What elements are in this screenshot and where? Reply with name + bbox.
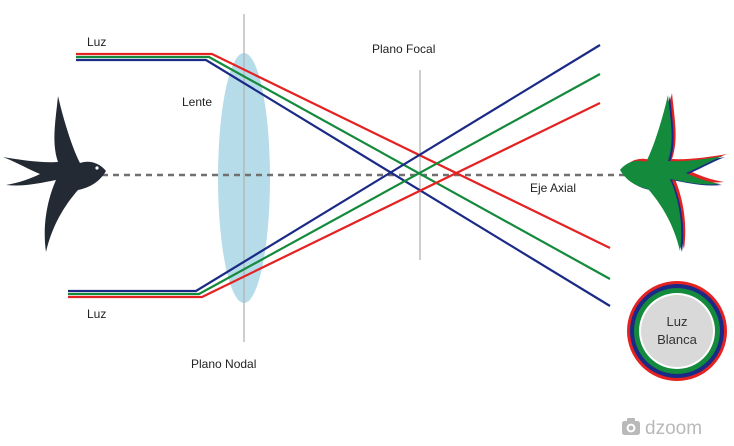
dzoom-brand: dzoom [645,418,702,439]
luz-bottom-label: Luz [87,307,106,321]
eje-axial-label: Eje Axial [530,181,576,195]
bottom-beam-red [68,102,601,299]
top-light-beam [76,52,611,307]
swallow-silhouette-icon [3,96,106,252]
luz-top-label: Luz [87,35,106,49]
swallow-color-fringed-icon [620,93,727,252]
top-beam-red [76,52,611,249]
bottom-beam-blue [68,44,601,293]
top-beam-blue [76,58,611,307]
luz-blanca-label-line2: Blanca [657,332,698,347]
bottom-beam-green [68,73,601,296]
top-beam-green [76,55,611,280]
plano-focal-label: Plano Focal [372,42,435,56]
camera-icon [622,418,640,435]
plano-nodal-label: Plano Nodal [191,357,256,371]
lente-label: Lente [182,95,212,109]
white-light-circle: Luz Blanca [627,281,727,381]
bottom-light-beam [68,44,601,299]
luz-blanca-label-line1: Luz [667,314,688,329]
